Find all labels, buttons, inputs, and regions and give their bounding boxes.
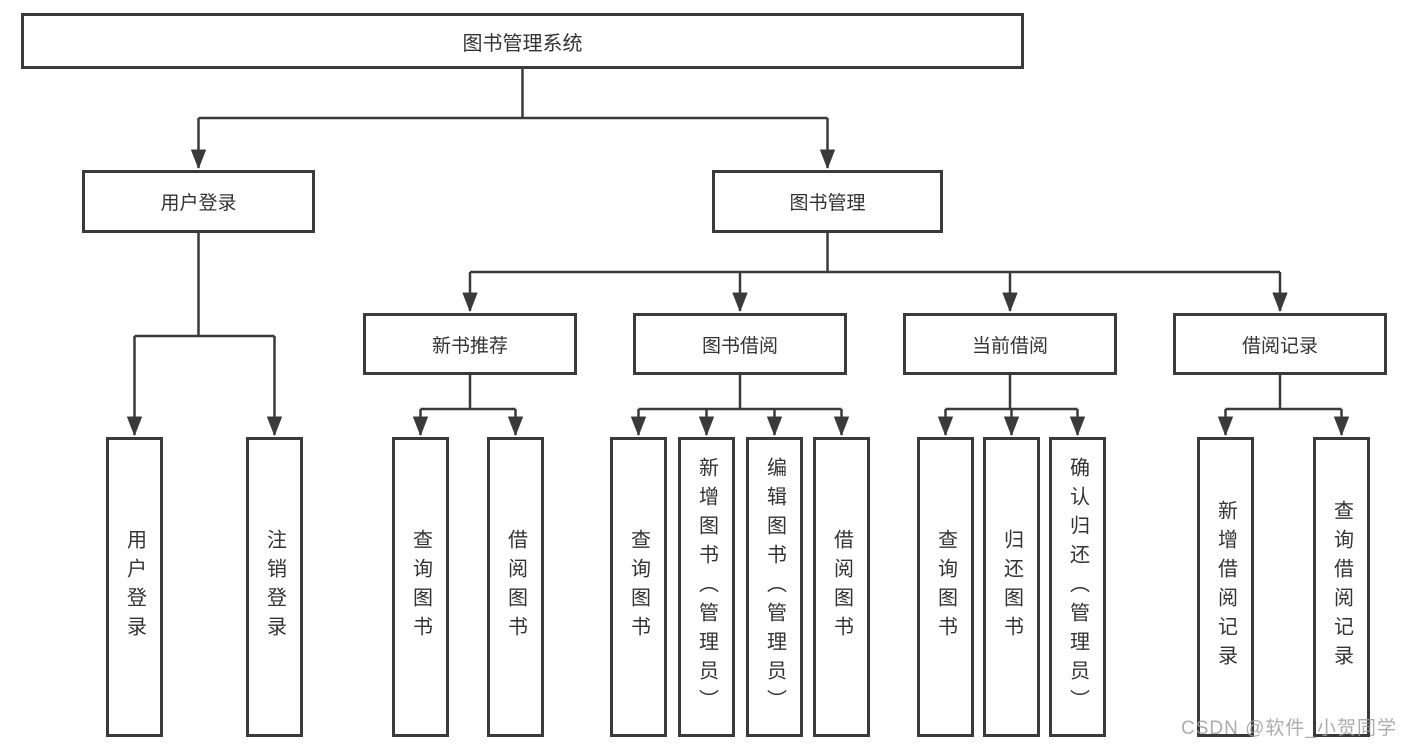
- node-new-book-recommend: 新书推荐: [363, 313, 577, 375]
- leaf-logout: 注销登录: [246, 437, 303, 737]
- node-book-borrow: 图书借阅: [633, 313, 847, 375]
- node-user-login: 用户登录: [82, 170, 315, 233]
- node-borrow-records: 借阅记录: [1173, 313, 1387, 375]
- leaf-user-login: 用户登录: [106, 437, 163, 737]
- leaf-query-books-recommend: 查询图书: [392, 437, 449, 737]
- leaf-query-books-current: 查询图书: [917, 437, 974, 737]
- leaf-borrow-books-recommend: 借阅图书: [487, 437, 544, 737]
- leaf-return-books: 归还图书: [983, 437, 1040, 737]
- leaf-query-borrow-record: 查询借阅记录: [1313, 437, 1370, 737]
- leaf-add-books-admin: 新增图书（管理员）: [678, 437, 735, 737]
- leaf-query-books-borrow: 查询图书: [610, 437, 667, 737]
- leaf-add-borrow-record: 新增借阅记录: [1197, 437, 1254, 737]
- csdn-watermark: CSDN @软件_小贺同学: [1181, 718, 1397, 739]
- node-book-management: 图书管理: [712, 170, 943, 233]
- node-current-borrow: 当前借阅: [903, 313, 1117, 375]
- leaf-borrow-books: 借阅图书: [813, 437, 870, 737]
- leaf-confirm-return-admin: 确认归还（管理员）: [1049, 437, 1106, 737]
- leaf-edit-books-admin: 编辑图书（管理员）: [746, 437, 803, 737]
- node-root-system: 图书管理系统: [21, 13, 1024, 69]
